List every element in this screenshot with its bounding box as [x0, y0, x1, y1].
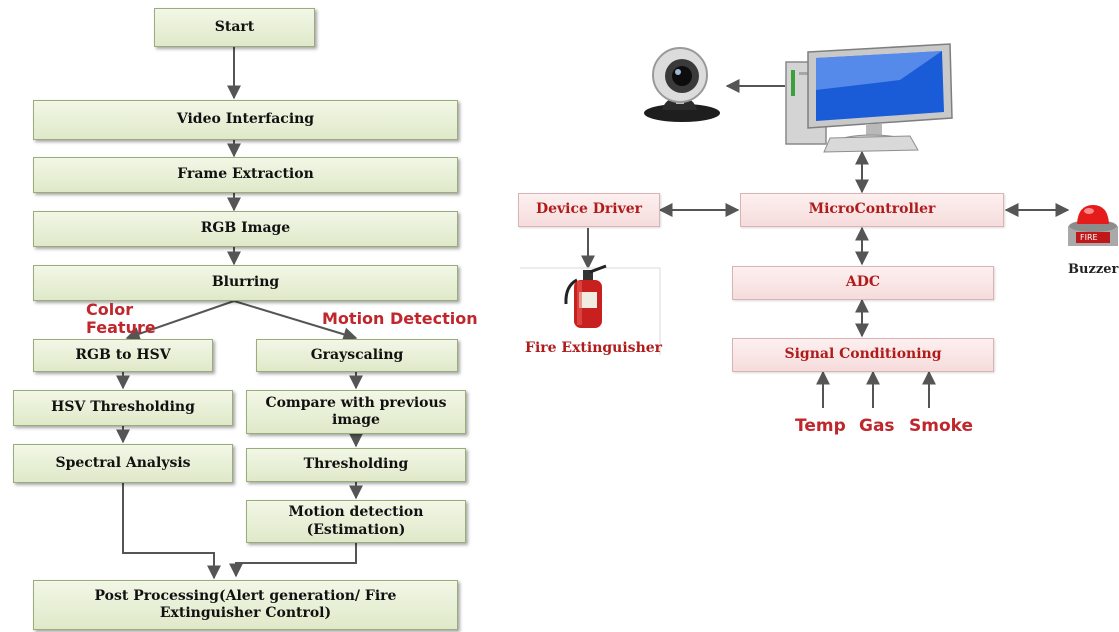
arrow-blurring-to-hsv	[125, 300, 235, 341]
fire-extinguisher-label: Fire Extinguisher	[525, 340, 663, 356]
adc-box: ADC	[732, 266, 994, 300]
compare-previous-box: Compare with previous image	[246, 390, 466, 434]
device-driver-box: Device Driver	[518, 193, 660, 227]
extinguisher-panel-border	[520, 267, 661, 355]
buzzer-fire-badge: FIRE	[1080, 233, 1098, 242]
buzzer-label: Buzzer	[1068, 262, 1119, 277]
start-box: Start	[154, 8, 315, 47]
sensor-gas-label: Gas	[859, 416, 895, 436]
computer-icon	[785, 43, 953, 153]
arrow-spectral-to-post	[122, 483, 221, 580]
signal-conditioning-box: Signal Conditioning	[732, 338, 994, 372]
arrow-motion-to-post	[229, 543, 357, 578]
arrow-blurring-to-gray	[233, 300, 358, 342]
blurring-box: Blurring	[33, 265, 458, 301]
rgb-image-box: RGB Image	[33, 211, 458, 247]
buzzer-icon	[1068, 205, 1118, 246]
frame-extraction-box: Frame Extraction	[33, 157, 458, 193]
spectral-analysis-box: Spectral Analysis	[13, 444, 233, 483]
microcontroller-box: MicroController	[740, 193, 1004, 227]
sensor-smoke-label: Smoke	[909, 416, 974, 436]
motion-estimation-box: Motion detection (Estimation)	[246, 500, 466, 543]
grayscaling-box: Grayscaling	[256, 339, 458, 372]
color-feature-label: Color Feature	[86, 300, 156, 338]
webcam-icon	[644, 47, 720, 122]
sensor-temp-label: Temp	[795, 416, 846, 436]
thresholding-box: Thresholding	[246, 448, 466, 482]
fire-extinguisher-icon	[564, 264, 607, 328]
video-interfacing-box: Video Interfacing	[33, 100, 458, 140]
rgb-to-hsv-box: RGB to HSV	[33, 339, 213, 372]
motion-detection-label: Motion Detection	[322, 309, 478, 328]
hsv-thresholding-box: HSV Thresholding	[13, 390, 233, 426]
post-processing-box: Post Processing(Alert generation/ Fire E…	[33, 580, 458, 630]
